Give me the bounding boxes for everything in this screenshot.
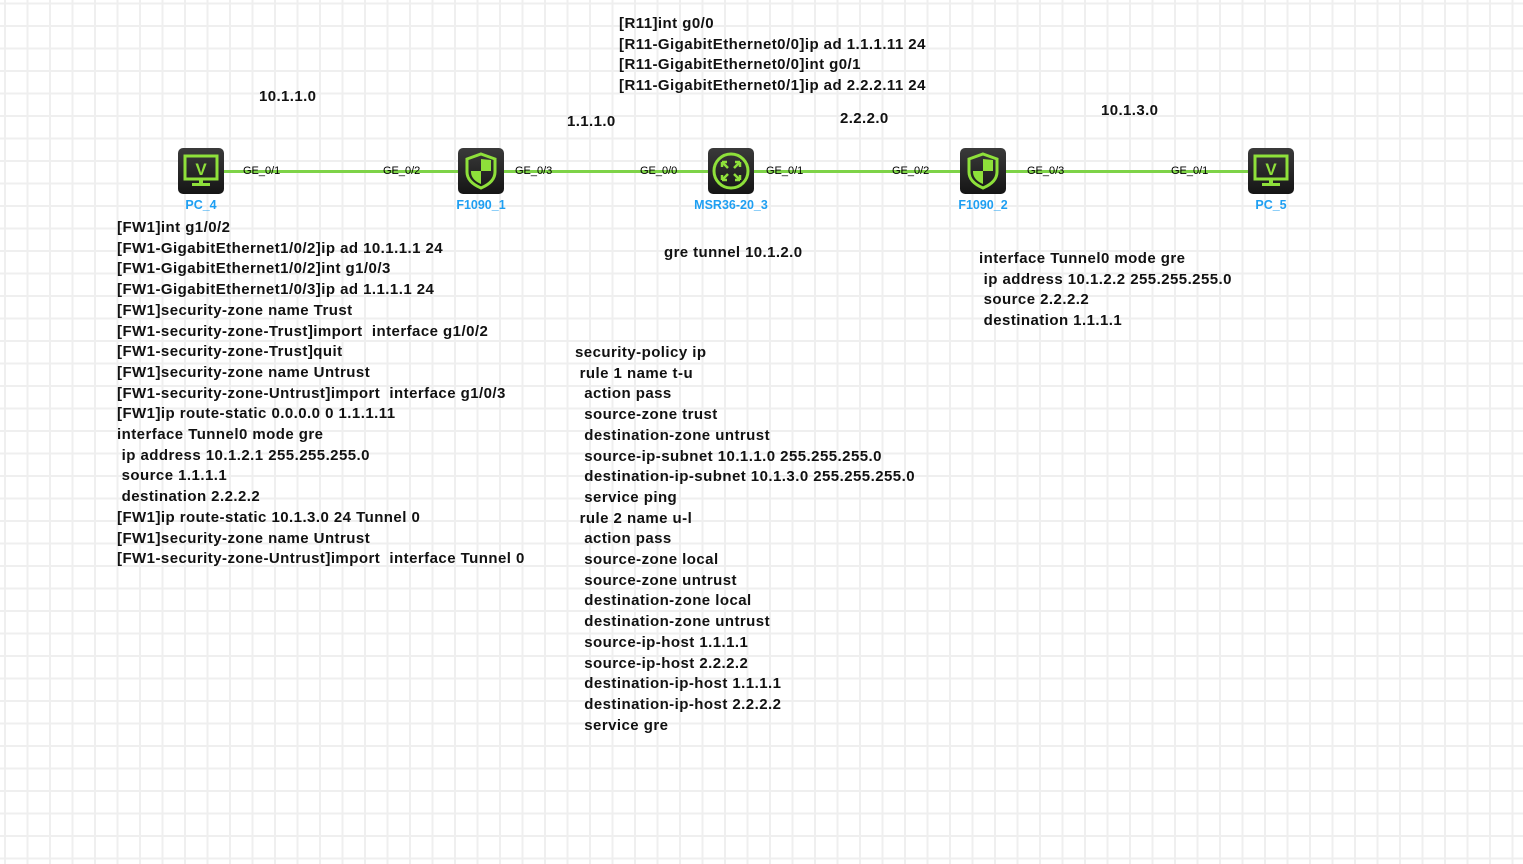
config-line: destination-zone untrust xyxy=(575,613,771,631)
config-line: [FW1]int g1/0/2 xyxy=(117,219,231,236)
port-label: GE_0/3 xyxy=(515,165,553,177)
config-line: [FW1-security-zone-Trust]quit xyxy=(117,343,343,361)
device-label: F1090_2 xyxy=(958,198,1008,212)
pc-icon: V xyxy=(183,154,219,186)
port-label: GE_0/1 xyxy=(1171,165,1209,177)
port-label: GE_0/1 xyxy=(766,165,804,177)
config-line: [FW1]security-zone name Untrust xyxy=(117,363,371,381)
config-line: [FW1]security-zone name Trust xyxy=(117,301,353,319)
config-line: action pass xyxy=(575,530,672,548)
network-label: 1.1.1.0 xyxy=(567,113,616,130)
config-line: service gre xyxy=(575,716,669,734)
network-label: 10.1.1.0 xyxy=(259,88,317,105)
pc-icon: V xyxy=(1253,154,1289,186)
config-line: [FW1-GigabitEthernet1/0/2]ip ad 10.1.1.1… xyxy=(117,239,444,257)
config-line: source-ip-host 1.1.1.1 xyxy=(575,633,749,651)
network-label: 10.1.3.0 xyxy=(1101,102,1159,119)
network-label: 2.2.2.0 xyxy=(840,110,889,127)
config-line: destination 2.2.2.2 xyxy=(117,488,261,506)
svg-text:V: V xyxy=(1265,160,1277,179)
config-line: security-policy ip xyxy=(575,344,707,361)
config-line: action pass xyxy=(575,385,672,403)
port-label: GE_0/0 xyxy=(640,165,678,177)
config-line: ip address 10.1.2.1 255.255.255.0 xyxy=(117,446,370,464)
config-line: source-ip-subnet 10.1.1.0 255.255.255.0 xyxy=(575,447,882,465)
config-line: rule 1 name t-u xyxy=(575,364,694,382)
config-line: [FW1-security-zone-Untrust]import interf… xyxy=(117,384,506,402)
firewall-shield-icon xyxy=(967,152,999,190)
config-line: [FW1]ip route-static 10.1.3.0 24 Tunnel … xyxy=(117,508,421,526)
config-line: interface Tunnel0 mode gre xyxy=(979,250,1186,267)
device-label: PC_5 xyxy=(1255,198,1287,212)
config-line: destination-ip-host 2.2.2.2 xyxy=(575,695,782,713)
config-line: [FW1]ip route-static 0.0.0.0 0 1.1.1.11 xyxy=(117,405,396,423)
device-label: F1090_1 xyxy=(456,198,506,212)
config-line: [FW1-security-zone-Untrust]import interf… xyxy=(117,550,525,568)
config-line: [R11]int g0/0 xyxy=(619,15,715,32)
config-line: [FW1]security-zone name Untrust xyxy=(117,529,371,547)
gre-tunnel-label: gre tunnel 10.1.2.0 xyxy=(664,244,803,261)
config-line: service ping xyxy=(575,488,678,506)
config-line: source 2.2.2.2 xyxy=(979,291,1090,309)
config-line: [R11-GigabitEthernet0/0]int g0/1 xyxy=(619,56,861,74)
config-line: interface Tunnel0 mode gre xyxy=(117,426,324,444)
port-label: GE_0/1 xyxy=(243,165,281,177)
r11-config-text: [R11]int g0/0 [R11-GigabitEthernet0/0]ip … xyxy=(619,14,926,97)
config-line: source-ip-host 2.2.2.2 xyxy=(575,654,749,672)
fw1-config-text: [FW1]int g1/0/2 [FW1-GigabitEthernet1/0/2… xyxy=(117,218,525,570)
port-label: GE_0/2 xyxy=(383,165,421,177)
f1090-2-device[interactable] xyxy=(960,148,1006,194)
config-line: source-zone local xyxy=(575,551,719,569)
firewall-shield-icon xyxy=(465,152,497,190)
device-label: PC_4 xyxy=(185,198,217,212)
pc-4-device[interactable]: V xyxy=(178,148,224,194)
security-policy-text: security-policy ip rule 1 name t-u actio… xyxy=(575,343,915,736)
config-line: source-zone untrust xyxy=(575,571,737,589)
config-line: ip address 10.1.2.2 255.255.255.0 xyxy=(979,270,1232,288)
device-label: MSR36-20_3 xyxy=(694,198,768,212)
config-line: [FW1-security-zone-Trust]import interfac… xyxy=(117,322,489,340)
pc-5-device[interactable]: V xyxy=(1248,148,1294,194)
config-line: destination-zone untrust xyxy=(575,426,771,444)
config-line: destination 1.1.1.1 xyxy=(979,312,1123,330)
router-icon xyxy=(712,152,750,190)
port-label: GE_0/3 xyxy=(1027,165,1065,177)
f1090-1-device[interactable] xyxy=(458,148,504,194)
config-line: [FW1-GigabitEthernet1/0/3]ip ad 1.1.1.1 … xyxy=(117,281,435,299)
config-line: source 1.1.1.1 xyxy=(117,467,228,485)
fw2-config-text: interface Tunnel0 mode gre ip address 10… xyxy=(979,249,1232,332)
config-line: source-zone trust xyxy=(575,406,718,424)
config-line: [FW1-GigabitEthernet1/0/2]int g1/0/3 xyxy=(117,260,391,278)
msr36-20-3-device[interactable] xyxy=(708,148,754,194)
config-line: rule 2 name u-l xyxy=(575,509,693,527)
config-line: destination-ip-host 1.1.1.1 xyxy=(575,675,782,693)
port-label: GE_0/2 xyxy=(892,165,930,177)
config-line: [R11-GigabitEthernet0/0]ip ad 1.1.1.11 2… xyxy=(619,35,926,53)
config-line: destination-ip-subnet 10.1.3.0 255.255.2… xyxy=(575,468,915,486)
svg-text:V: V xyxy=(195,160,207,179)
config-line: destination-zone local xyxy=(575,592,752,610)
config-line: [R11-GigabitEthernet0/1]ip ad 2.2.2.11 2… xyxy=(619,77,926,95)
